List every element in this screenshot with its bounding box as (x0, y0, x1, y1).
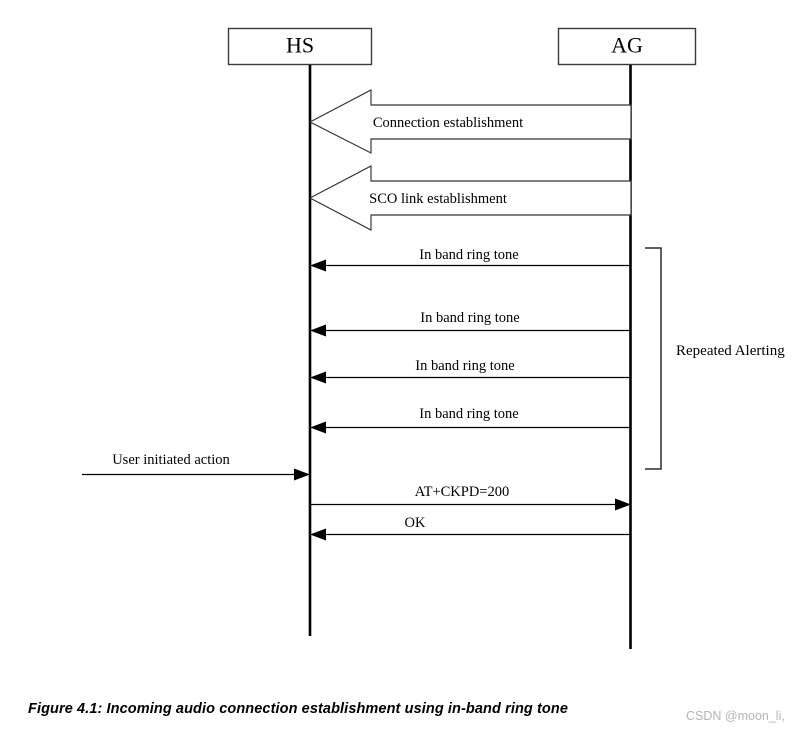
lifeline-label-ag: AG (611, 33, 643, 58)
message-in-band-ring-tone-4: In band ring tone (310, 406, 631, 434)
arrowhead-at-ckpd (615, 498, 631, 511)
arrowhead-in-band-ring-tone-2 (310, 324, 326, 337)
message-in-band-ring-tone-3: In band ring tone (310, 358, 631, 384)
lifeline-header-hs: HS (227, 27, 373, 66)
arrowhead-in-band-ring-tone-4 (310, 421, 326, 434)
lifeline-box-hs (227, 27, 373, 66)
message-sco-link-establishment: SCO link establishment (308, 165, 632, 231)
watermark: CSDN @moon_li, (686, 709, 785, 723)
message-connection-establishment: Connection establishment (308, 89, 632, 154)
block-arrow-shape-connection-establishment (308, 89, 632, 154)
message-label-at-ckpd: AT+CKPD=200 (415, 484, 510, 500)
bracket-repeated-alerting (645, 247, 662, 470)
message-label-connection-establishment: Connection establishment (373, 115, 523, 131)
message-label-in-band-ring-tone-2: In band ring tone (420, 310, 519, 326)
arrowhead-ok (310, 528, 326, 541)
message-in-band-ring-tone-1: In band ring tone (310, 247, 631, 272)
message-label-sco-link-establishment: SCO link establishment (369, 191, 507, 207)
figure-caption: Figure 4.1: Incoming audio connection es… (28, 701, 568, 717)
message-label-in-band-ring-tone-3: In band ring tone (415, 358, 514, 374)
lifeline-label-hs: HS (286, 33, 314, 58)
arrowhead-in-band-ring-tone-1 (310, 259, 326, 272)
message-in-band-ring-tone-2: In band ring tone (310, 310, 631, 337)
block-arrow-shape-sco-link-establishment (308, 165, 632, 231)
message-label-user-initiated-action: User initiated action (112, 452, 230, 468)
message-at-ckpd: AT+CKPD=200 (310, 484, 631, 511)
message-label-in-band-ring-tone-4: In band ring tone (419, 406, 518, 422)
annotation-repeated-alerting: Repeated Alerting (645, 247, 785, 470)
annotation-label-repeated-alerting: Repeated Alerting (676, 343, 785, 359)
arrowhead-in-band-ring-tone-3 (310, 371, 326, 384)
message-label-in-band-ring-tone-1: In band ring tone (419, 247, 518, 263)
message-ok: OK (310, 515, 631, 541)
arrowhead-user-initiated-action (294, 468, 310, 481)
lifeline-header-ag: AG (557, 27, 697, 66)
message-label-ok: OK (405, 515, 426, 531)
lifeline-box-ag (557, 27, 697, 66)
message-user-initiated-action: User initiated action (82, 452, 310, 481)
